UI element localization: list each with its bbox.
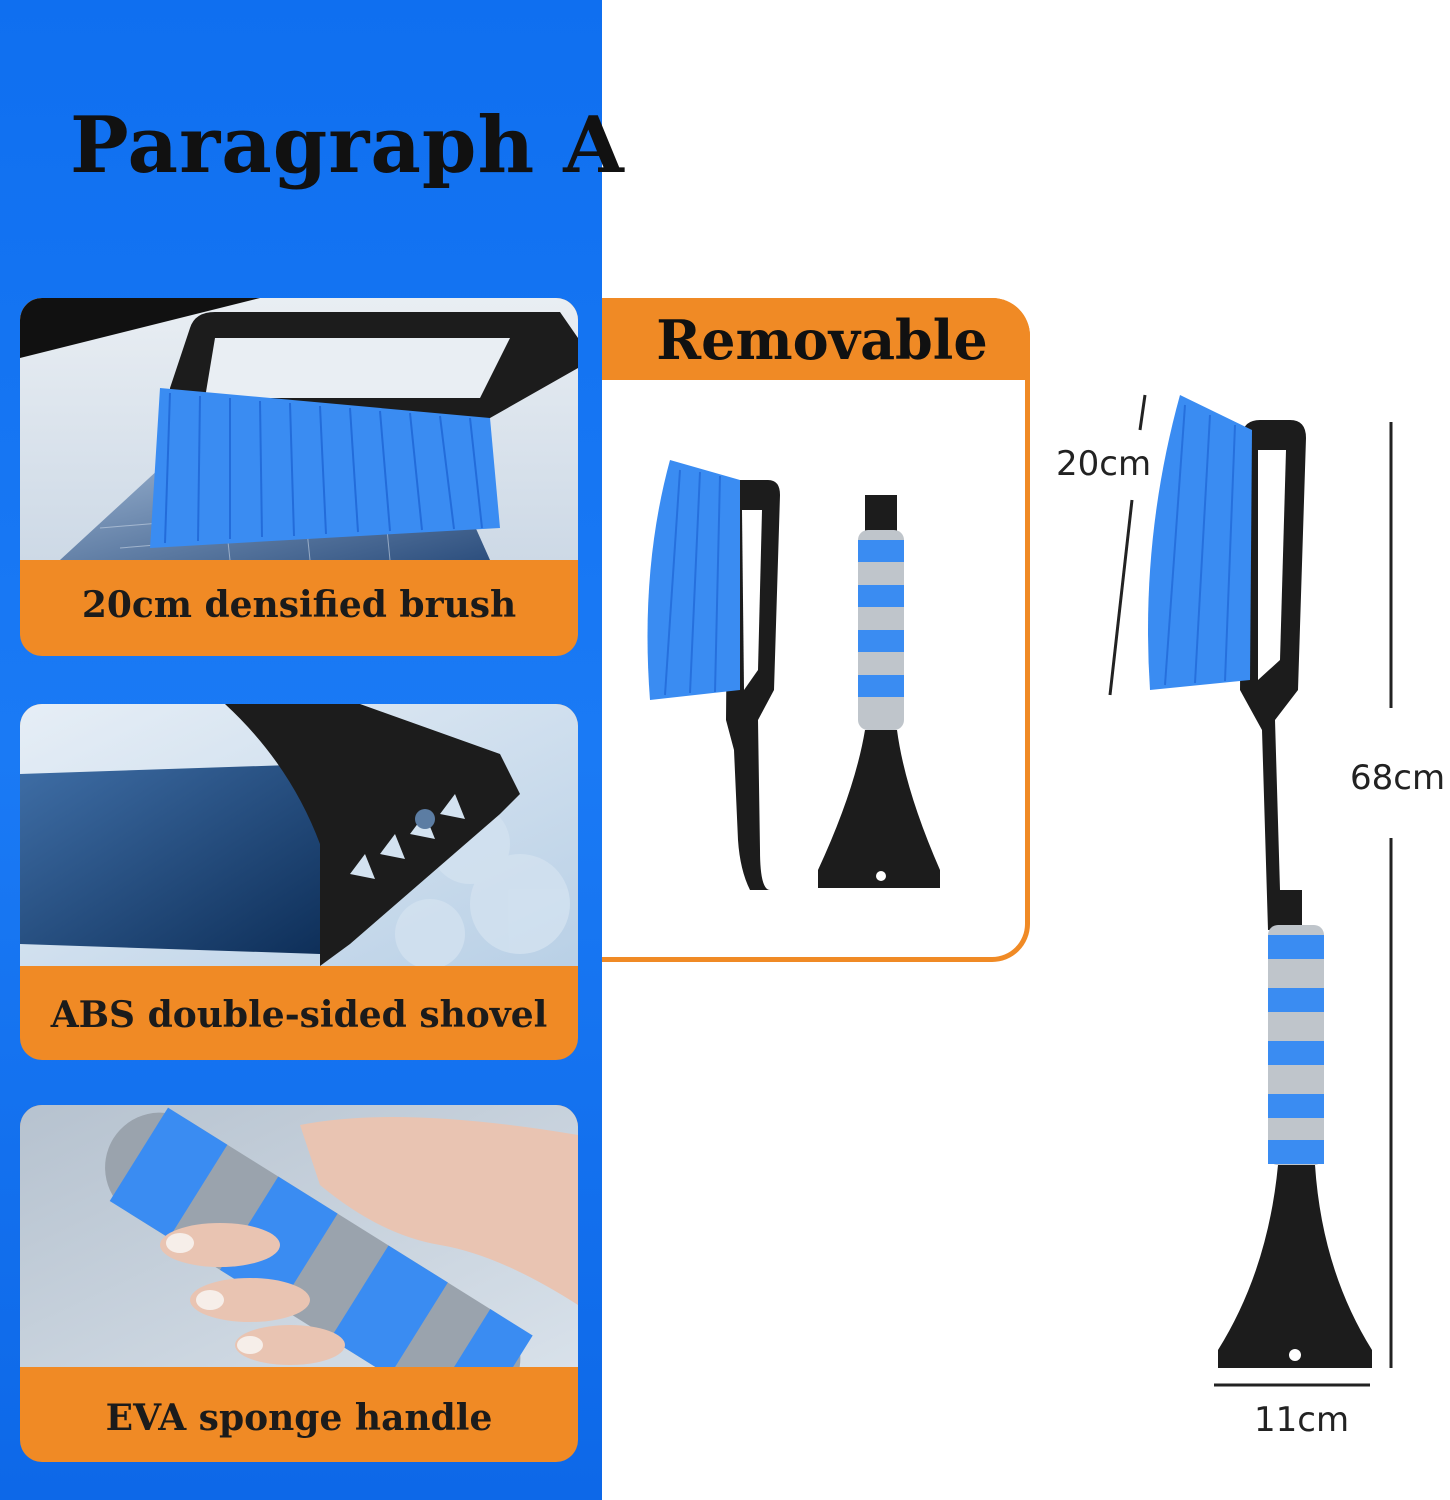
page-title: Paragraph A <box>70 100 625 191</box>
feature-card-brush: 20cm densified brush <box>20 298 578 656</box>
dimension-line-brush <box>1108 394 1147 696</box>
feature-caption: 20cm densified brush <box>81 584 517 626</box>
dimension-line-width <box>1214 1383 1370 1387</box>
detached-handle-illustration <box>818 495 940 888</box>
detached-brush-illustration <box>647 460 780 890</box>
dimension-width: 11cm <box>1254 1400 1350 1440</box>
shovel-photo <box>20 704 578 966</box>
assembled-tool-illustration <box>1148 395 1372 1368</box>
dimension-brush-length: 20cm <box>1056 444 1152 484</box>
feature-caption: ABS double-sided shovel <box>50 994 548 1036</box>
brush-photo <box>20 298 578 560</box>
feature-card-handle: EVA sponge handle <box>20 1105 578 1462</box>
handle-photo <box>20 1105 578 1367</box>
removable-header <box>602 298 1030 380</box>
feature-caption: EVA sponge handle <box>105 1397 493 1439</box>
removable-label: Removable <box>656 308 988 372</box>
dimension-line-total <box>1389 422 1393 1368</box>
dimension-total-length: 68cm <box>1350 758 1446 798</box>
feature-card-shovel: ABS double-sided shovel <box>20 704 578 1060</box>
